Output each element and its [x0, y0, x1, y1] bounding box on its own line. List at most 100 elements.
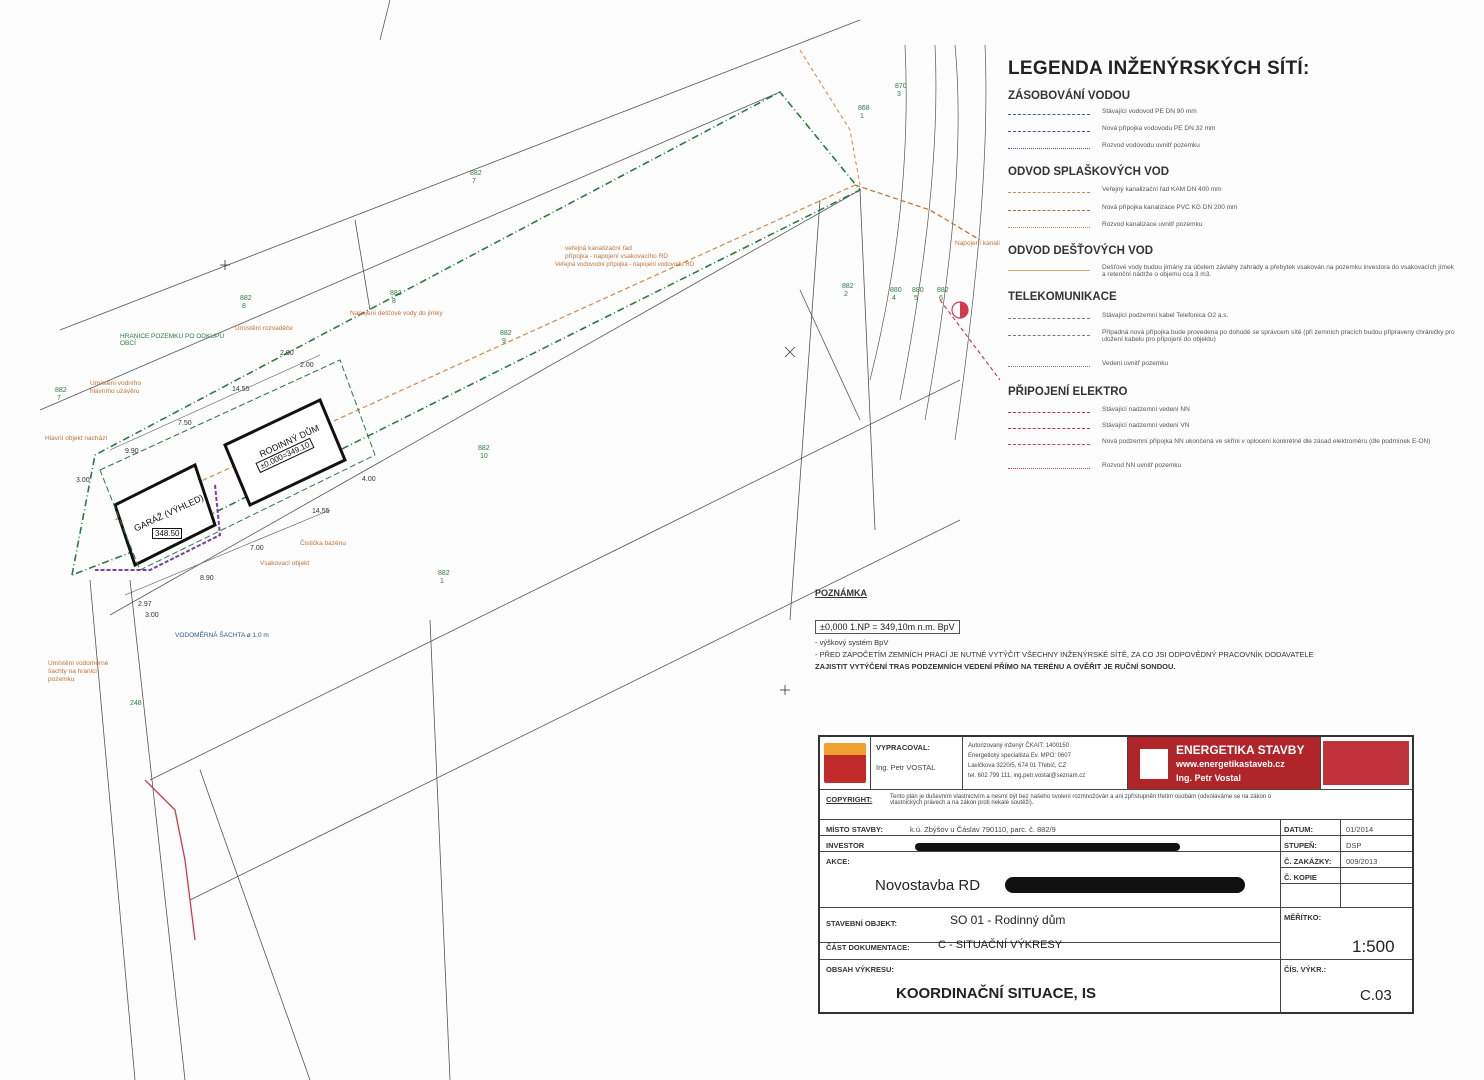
- svg-text:868: 868: [858, 105, 870, 112]
- legend-item: Rozvod NN uvnitř pozemku: [1008, 462, 1458, 476]
- legend-section-heading: TELEKOMUNIKACE: [1008, 291, 1117, 303]
- zakazka-value: 009/2013: [1346, 857, 1378, 866]
- legend-line-icon: [1008, 366, 1090, 367]
- meritko-label: MĚŘÍTKO:: [1284, 913, 1322, 922]
- certification-logo-icon: [1323, 741, 1409, 785]
- legend-item: Veřejný kanalizační řad KAM DN 400 mm: [1008, 186, 1458, 200]
- legend-section-heading: ZÁSOBOVÁNÍ VODOU: [1008, 90, 1131, 102]
- company-person: Ing. Petr Vostal: [1176, 773, 1241, 783]
- investor-label: INVESTOR: [826, 841, 865, 850]
- objekt-label: STAVEBNÍ OBJEKT:: [826, 919, 897, 928]
- copyright-label: COPYRIGHT:: [826, 795, 873, 804]
- svg-text:veřejná kanalizační řad: veřejná kanalizační řad: [565, 245, 632, 252]
- notes-heading: POZNÁMKA: [815, 588, 867, 598]
- legend-line-icon: [1008, 210, 1090, 211]
- obsah-value: KOORDINAČNÍ SITUACE, IS: [896, 985, 1097, 1002]
- svg-text:8: 8: [242, 303, 246, 310]
- stupen-label: STUPEŇ:: [1284, 841, 1317, 850]
- author-info: tel. 602 799 111, ing.petr.vostal@seznam…: [968, 773, 1086, 779]
- dim-label: 14.55: [312, 508, 330, 515]
- dim-label: 7.50: [178, 420, 192, 427]
- legend-item: Rozvod kanalizace uvnitř pozemku: [1008, 221, 1458, 235]
- vykres-value: C.03: [1360, 987, 1392, 1004]
- legend-section-heading: ODVOD SPLAŠKOVÝCH VOD: [1008, 166, 1170, 178]
- legend-line-icon: [1008, 192, 1090, 193]
- legend-line-icon: [1008, 335, 1090, 336]
- svg-text:pozemku: pozemku: [48, 676, 75, 683]
- meritko-value: 1:500: [1352, 937, 1395, 956]
- legend-line-icon: [1008, 468, 1090, 469]
- svg-text:6: 6: [939, 295, 943, 302]
- legend-item: Stávající nadzemní vedení VN: [1008, 422, 1458, 436]
- title-block: VYPRACOVAL: Ing. Petr VOSTAL Autorizovan…: [818, 735, 1414, 1014]
- company-logo-left-icon: [824, 743, 866, 783]
- svg-text:Umístění rozvaděče: Umístění rozvaděče: [235, 325, 293, 332]
- svg-text:882: 882: [937, 287, 949, 294]
- legend-item-text: Rozvod NN uvnitř pozemku: [1102, 462, 1182, 469]
- svg-text:882: 882: [500, 330, 512, 337]
- legend-line-icon: [1008, 428, 1090, 429]
- company-logo-icon: [1134, 743, 1174, 785]
- notes-level: ±0,000 1.NP = 349,10m n.m. BpV: [815, 620, 960, 634]
- legend-item: Nová přípojka kanalizace PVC KG DN 200 m…: [1008, 204, 1458, 218]
- svg-text:Hlavní objekt nachází: Hlavní objekt nachází: [45, 435, 107, 442]
- vypracoval-name: Ing. Petr VOSTAL: [876, 763, 936, 772]
- svg-text:882: 882: [390, 290, 402, 297]
- svg-text:Napojení kanalizace: Napojení kanalizace: [955, 240, 1000, 247]
- stupen-value: DSP: [1346, 841, 1362, 850]
- kopie-label: Č. KOPIE: [1284, 873, 1317, 882]
- legend-item: Nová přípojka vodovodu PE DN 32 mm: [1008, 125, 1458, 139]
- dim-label: 7.00: [250, 545, 264, 552]
- legend-section-heading: PŘIPOJENÍ ELEKTRO: [1008, 386, 1128, 398]
- dim-label: 2.00: [300, 362, 314, 369]
- dim-label: 2.00: [280, 350, 294, 357]
- datum-label: DATUM:: [1284, 825, 1314, 834]
- legend-item-text: Stávající nadzemní vedení NN: [1102, 406, 1190, 413]
- svg-text:Vsakovací objekt: Vsakovací objekt: [260, 560, 309, 567]
- svg-text:7: 7: [472, 178, 476, 185]
- author-info: Energetický specialista Ev. MPO: 0607: [968, 753, 1071, 759]
- dim-label: 2.97: [138, 601, 152, 608]
- legend: LEGENDA INŽENÝRSKÝCH SÍTÍ: ZÁSOBOVÁNÍ VO…: [1000, 58, 1460, 478]
- legend-item: Stávající vodovod PE DN 90 mm: [1008, 108, 1458, 122]
- legend-item-text: Stávající nadzemní vedení VN: [1102, 422, 1190, 429]
- objekt-value: SO 01 - Rodinný dům: [950, 913, 1066, 927]
- legend-item-text: Dešťové vody budou jímány za účelem závl…: [1102, 264, 1454, 278]
- note-line: - výškový systém BpV: [815, 638, 889, 647]
- misto-value: k.ú. Zbýšov u Čáslav 790110, parc. č. 88…: [910, 825, 1056, 834]
- dim-label: 3.00: [76, 477, 90, 484]
- legend-item-text: Rozvod kanalizace uvnitř pozemku: [1102, 221, 1203, 228]
- legend-item: Nová podzemní přípojka NN ukončená ve sk…: [1008, 438, 1458, 460]
- svg-text:882: 882: [240, 295, 252, 302]
- legend-item-text: Vedení uvnitř pozemku: [1102, 360, 1169, 367]
- shaft-note: VODOMĚRNÁ ŠACHTA ø 1.0 m: [175, 632, 269, 639]
- legend-title: LEGENDA INŽENÝRSKÝCH SÍTÍ:: [1008, 58, 1310, 79]
- svg-text:8: 8: [392, 298, 396, 305]
- misto-label: MÍSTO STAVBY:: [826, 825, 883, 834]
- svg-text:880: 880: [890, 287, 902, 294]
- company-web: www.energetikastaveb.cz: [1176, 759, 1285, 769]
- garage-level: 348.50: [152, 528, 183, 539]
- legend-item: Dešťové vody budou jímány za účelem závl…: [1008, 264, 1458, 288]
- svg-text:přípojka - napojení vsakovacíh: přípojka - napojení vsakovacího RD: [565, 253, 668, 260]
- author-info: Autorizovaný inženýr ČKAIT: 1400150: [968, 743, 1070, 749]
- svg-text:7: 7: [57, 395, 61, 402]
- vypracoval-label: VYPRACOVAL:: [876, 743, 931, 752]
- svg-text:880: 880: [912, 287, 924, 294]
- legend-line-icon: [1008, 318, 1090, 319]
- company-name: ENERGETIKA STAVBY: [1176, 743, 1305, 757]
- svg-text:882: 882: [842, 283, 854, 290]
- connection-note: Veřejná vodovodní přípojka - napojení vo…: [555, 262, 695, 268]
- author-info: Lavičkova 3220/5, 674 01 Třebíč, CZ: [968, 763, 1067, 769]
- svg-text:3: 3: [897, 91, 901, 98]
- notes: POZNÁMKA ±0,000 1.NP = 349,10m n.m. BpV …: [815, 588, 1315, 671]
- legend-item-text: Nová přípojka kanalizace PVC KG DN 200 m…: [1102, 204, 1238, 211]
- legend-item-text: Případná nová přípojka bude provedena po…: [1102, 329, 1455, 343]
- legend-item: Případná nová přípojka bude provedena po…: [1008, 329, 1458, 359]
- svg-text:1: 1: [860, 113, 864, 120]
- legend-item: Vedení uvnitř pozemku: [1008, 360, 1458, 374]
- svg-text:1: 1: [440, 578, 444, 585]
- svg-text:hlavního uzávěru: hlavního uzávěru: [90, 388, 140, 395]
